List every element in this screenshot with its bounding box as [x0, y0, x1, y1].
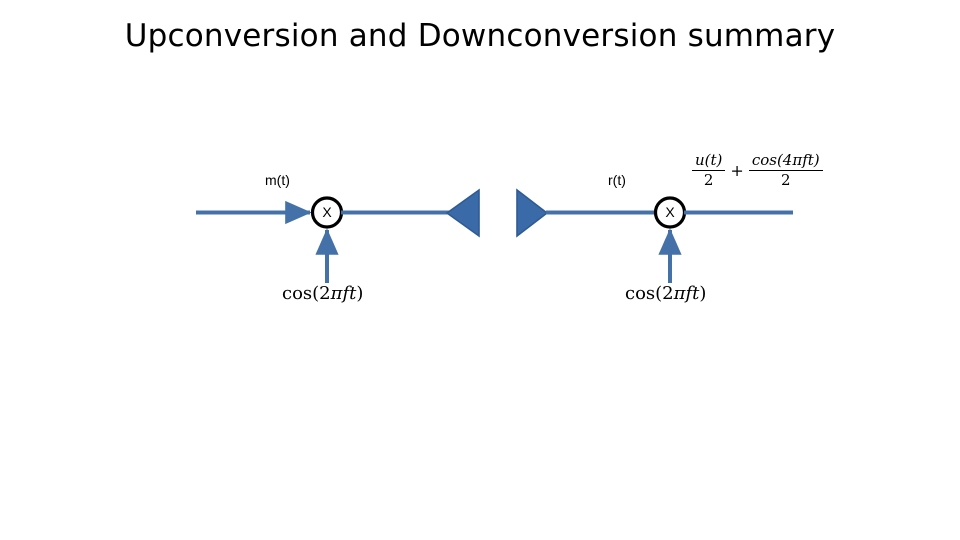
upconversion-carrier-label: cos(2πft)	[282, 283, 364, 304]
upconversion-input-label: m(t)	[265, 172, 290, 188]
transmit-antenna-icon	[445, 188, 480, 238]
output-term-1: u(t) 2	[692, 151, 726, 189]
page-title: Upconversion and Downconversion summary	[124, 18, 836, 54]
output-term-2: cos(4πft) 2	[748, 151, 823, 189]
upconversion-mixer-symbol: X	[322, 204, 332, 220]
receive-antenna-icon	[516, 188, 549, 238]
output-operator: +	[730, 160, 744, 180]
downconversion-input-label: r(t)	[608, 172, 626, 188]
output-term-2-denominator: 2	[780, 170, 791, 189]
downconversion-carrier-label: cos(2πft)	[625, 283, 707, 304]
output-term-1-denominator: 2	[703, 170, 714, 189]
output-term-2-numerator: cos(4πft)	[751, 151, 820, 169]
downconversion-output-expression: u(t) 2 + cos(4πft) 2	[690, 152, 825, 189]
fraction-bar	[692, 169, 726, 171]
output-term-1-numerator: u(t)	[695, 151, 723, 169]
downconversion-mixer-symbol: X	[665, 204, 675, 220]
fraction-bar	[748, 169, 823, 171]
